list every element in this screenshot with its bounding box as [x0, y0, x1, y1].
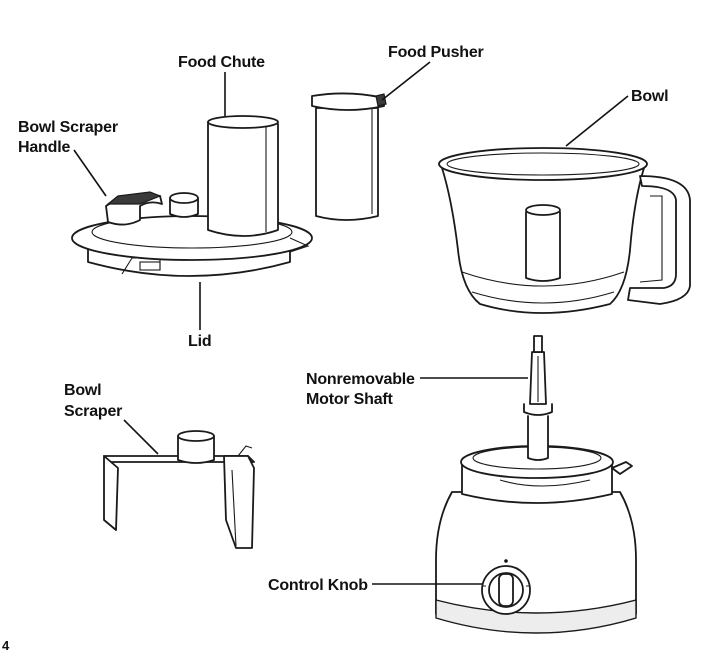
- label-bowl-scraper-handle-line2: Handle: [18, 139, 70, 156]
- lid-illustration: [71, 115, 313, 277]
- bowl-illustration: [438, 147, 691, 314]
- label-bowl: Bowl: [631, 88, 668, 105]
- leader-bowl-scraper-handle: [73, 149, 107, 197]
- page-number: 4: [2, 638, 10, 653]
- label-motor-shaft-line2: Motor Shaft: [306, 391, 394, 408]
- label-food-chute: Food Chute: [178, 54, 265, 71]
- label-bowl-scraper-line1: Bowl: [64, 382, 101, 399]
- leader-food-pusher: [381, 61, 431, 101]
- leader-bowl: [565, 95, 629, 147]
- label-control-knob: Control Knob: [268, 577, 368, 594]
- label-lid: Lid: [188, 333, 211, 350]
- label-bowl-scraper-handle-line1: Bowl Scraper: [18, 119, 118, 136]
- bowl-scraper-illustration: [103, 430, 255, 549]
- motor-base-illustration: [435, 335, 637, 634]
- label-motor-shaft-line1: Nonremovable: [306, 371, 415, 388]
- label-bowl-scraper-line2: Scraper: [64, 403, 122, 420]
- label-food-pusher: Food Pusher: [388, 44, 484, 61]
- part-labels: Food Chute Food Pusher Bowl Bowl Scraper…: [2, 44, 669, 653]
- leader-lines: [73, 61, 629, 585]
- food-pusher-illustration: [311, 92, 387, 221]
- leader-bowl-scraper: [123, 419, 159, 455]
